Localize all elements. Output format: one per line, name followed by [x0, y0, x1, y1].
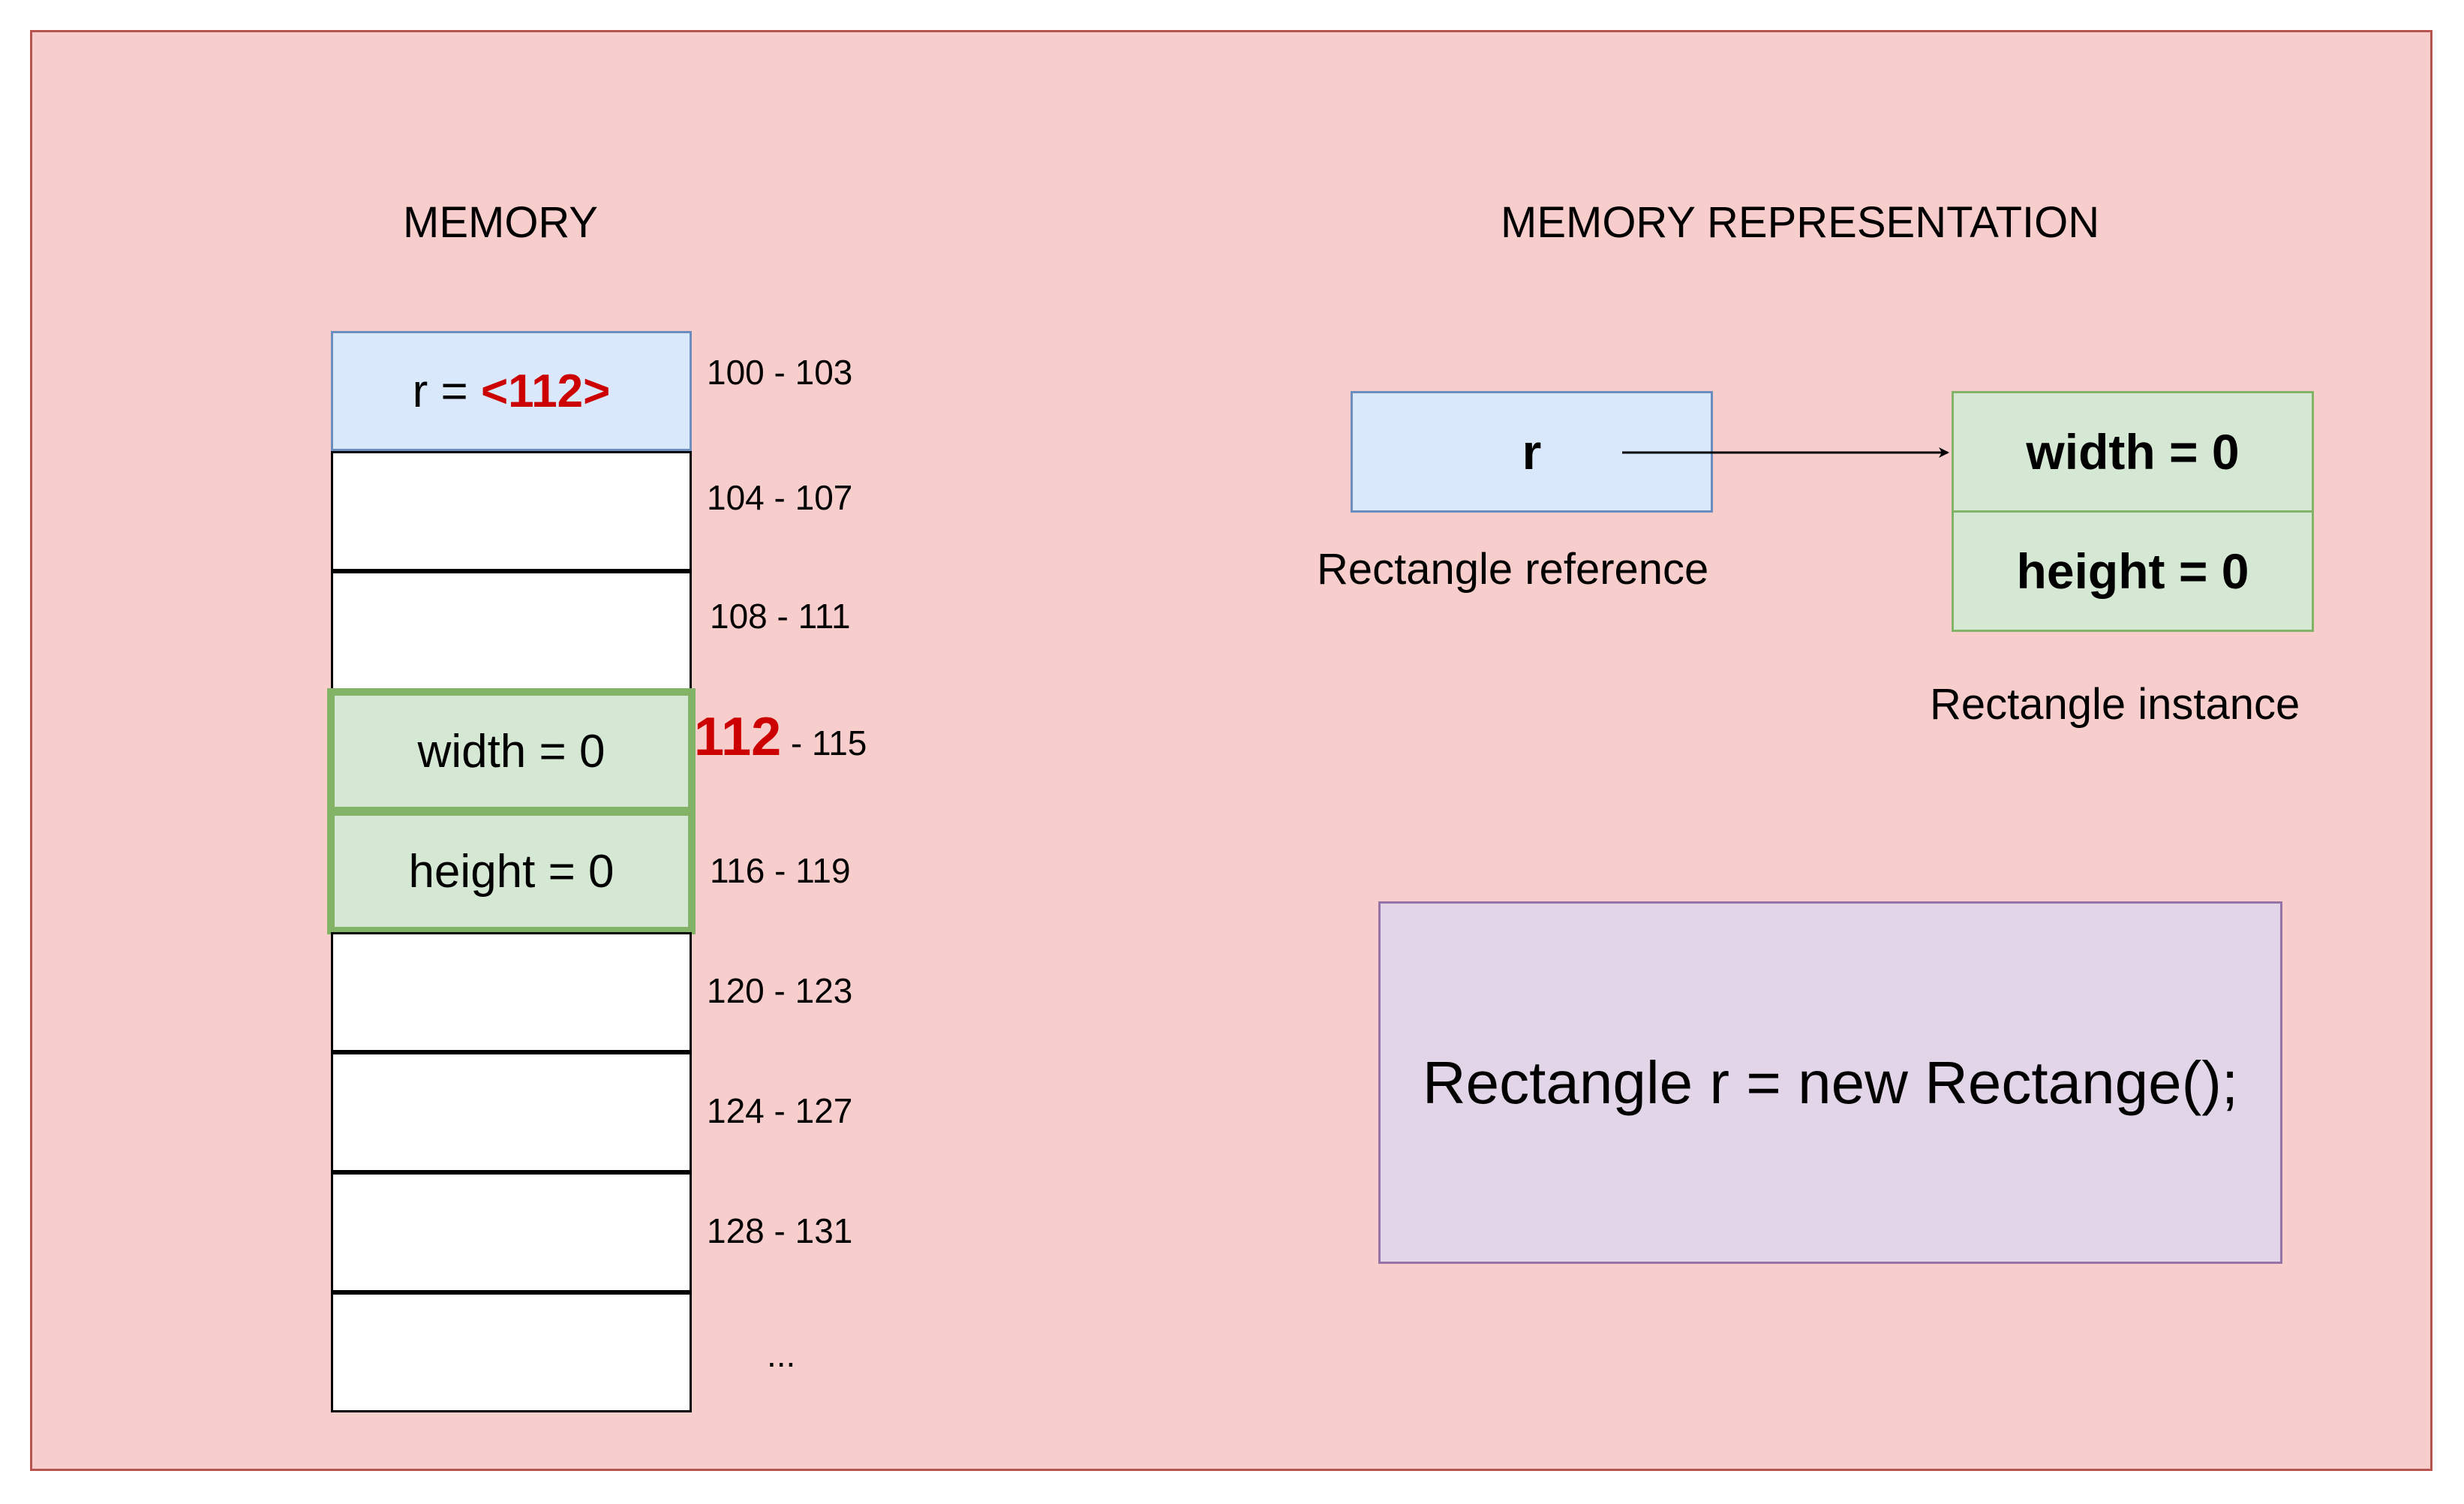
memory-title: MEMORY: [403, 198, 598, 247]
address-label: ...: [767, 1335, 796, 1374]
address-start-highlight: 112: [694, 707, 782, 767]
address-end: - 115: [781, 723, 867, 763]
reference-prefix: r =: [412, 365, 481, 417]
reference-box: r: [1351, 391, 1713, 513]
memory-cell-empty: [331, 1052, 692, 1172]
instance-field-height: height = 0: [1952, 510, 2314, 632]
memory-cell-height: height = 0: [327, 808, 696, 934]
code-statement-box: Rectangle r = new Rectange();: [1378, 901, 2282, 1264]
memory-cell-empty: [331, 1292, 692, 1412]
memory-cell-empty: [331, 1172, 692, 1292]
reference-caption: Rectangle reference: [1317, 545, 1709, 594]
representation-title: MEMORY REPRESENTATION: [1501, 198, 2100, 247]
address-label: 108 - 111: [710, 597, 851, 636]
instance-field-width: width = 0: [1952, 391, 2314, 513]
address-label-highlighted: 112 - 115: [694, 710, 867, 764]
code-statement: Rectangle r = new Rectange();: [1422, 1048, 2239, 1116]
instance-caption: Rectangle instance: [1930, 680, 2300, 729]
address-label: 120 - 123: [707, 971, 853, 1010]
memory-cell-reference: r = <112>: [331, 331, 692, 451]
address-label: 116 - 119: [710, 851, 851, 890]
address-label: 124 - 127: [707, 1091, 853, 1130]
address-label: 128 - 131: [707, 1211, 853, 1250]
address-label: 100 - 103: [707, 353, 853, 392]
memory-cell-empty: [331, 451, 692, 571]
address-label: 104 - 107: [707, 478, 853, 517]
reference-pointer: <112>: [480, 365, 611, 417]
memory-cell-empty: [331, 932, 692, 1052]
